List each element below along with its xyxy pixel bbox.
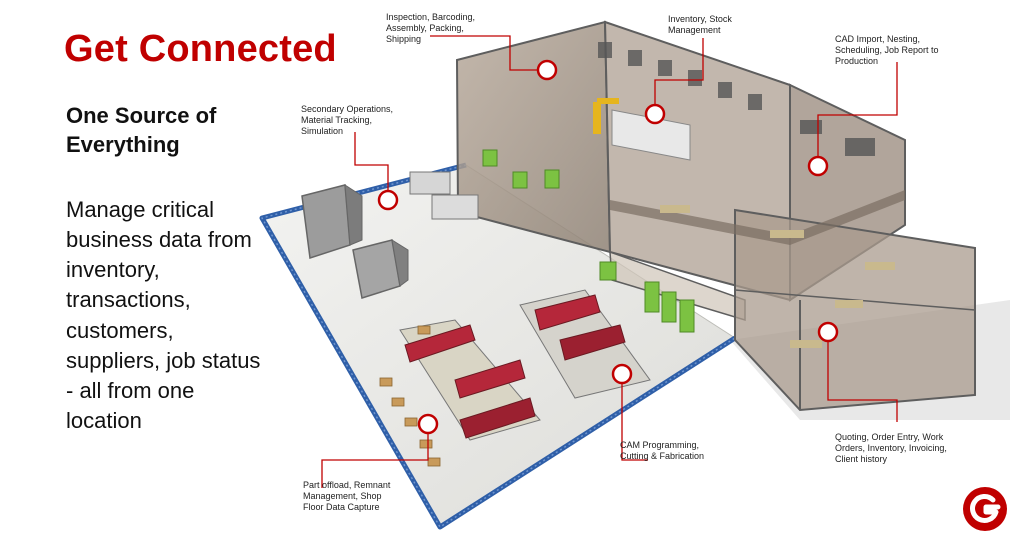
office-building: [455, 20, 976, 412]
callout-quoting: Quoting, Order Entry, Work Orders, Inven…: [835, 432, 947, 464]
perimeter-fence: [259, 162, 737, 530]
callout-leader-lines: [321, 35, 898, 488]
callout-cad: CAD Import, Nesting, Scheduling, Job Rep…: [835, 34, 939, 66]
green-cabinets: [482, 149, 695, 333]
pallets: [379, 325, 441, 467]
callout-inspection: Inspection, Barcoding, Assembly, Packing…: [386, 12, 476, 44]
slide-title: Get Connected: [64, 28, 337, 70]
callout-cam: CAM Programming, Cutting & Fabrication: [620, 440, 705, 461]
callout-secondary: Secondary Operations, Material Tracking,…: [301, 104, 394, 136]
callout-inventory: Inventory, Stock Management: [668, 14, 732, 35]
secondary-machines: [301, 171, 479, 299]
slide-subtitle: One Source of Everything: [66, 103, 217, 157]
callout-markers: [377, 59, 839, 435]
slide-body-text: Manage critical business data from inven…: [66, 197, 261, 433]
callout-offload: Part offload, Remnant Management, Shop F…: [303, 480, 391, 512]
company-logo-icon: [963, 487, 1007, 531]
